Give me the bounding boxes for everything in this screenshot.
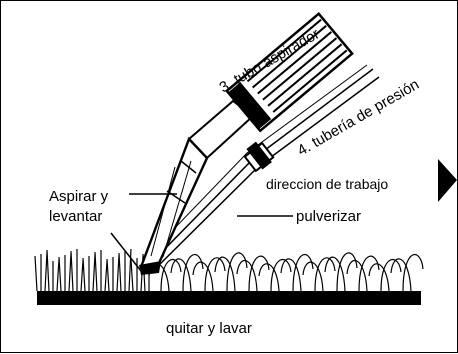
direction-arrow-icon bbox=[438, 159, 457, 202]
label-aspirar-line2: levantar bbox=[49, 208, 102, 225]
label-tuberia-presion: 4. tubería de presión bbox=[295, 76, 423, 160]
label-aspirar-line1: Aspirar y bbox=[49, 188, 109, 205]
grass-blades bbox=[34, 248, 424, 292]
nozzle-tip bbox=[139, 261, 161, 275]
leader-aspirar-tip bbox=[110, 232, 142, 272]
label-direccion-trabajo: direccion de trabajo bbox=[266, 176, 388, 192]
valve bbox=[243, 141, 275, 173]
label-quitar-lavar: quitar y lavar bbox=[166, 320, 252, 337]
ground-base bbox=[37, 291, 421, 305]
hose-end bbox=[225, 12, 354, 133]
label-pulverizar: pulverizar bbox=[296, 208, 361, 225]
suction-tube bbox=[139, 99, 255, 269]
